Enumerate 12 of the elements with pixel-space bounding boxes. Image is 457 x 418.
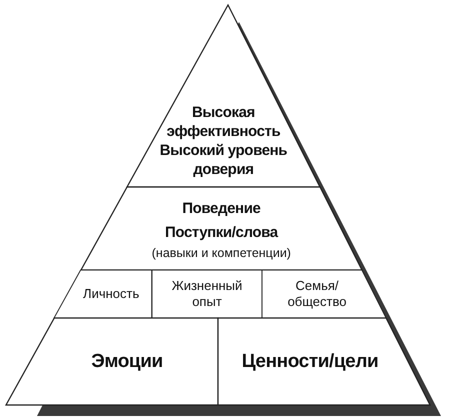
tier-text: Семья/ общество <box>286 278 348 310</box>
tier-heading: Ценности/цели <box>242 350 378 374</box>
tier-heading: Высокая эффективность <box>166 103 282 141</box>
tier-text: Жизненный опыт <box>170 278 244 310</box>
tier-heading: Высокий уровень доверия <box>158 141 288 179</box>
tier-heading: Поступки/слова <box>165 222 278 242</box>
tier-text: Личность <box>83 286 140 302</box>
tier-heading: Эмоции <box>91 350 163 374</box>
pyramid-cell <box>152 270 262 318</box>
pyramid-apex-tier <box>126 5 320 187</box>
tier-heading: Поведение <box>182 198 260 218</box>
tier-text: (навыки и компетенции) <box>152 244 291 260</box>
